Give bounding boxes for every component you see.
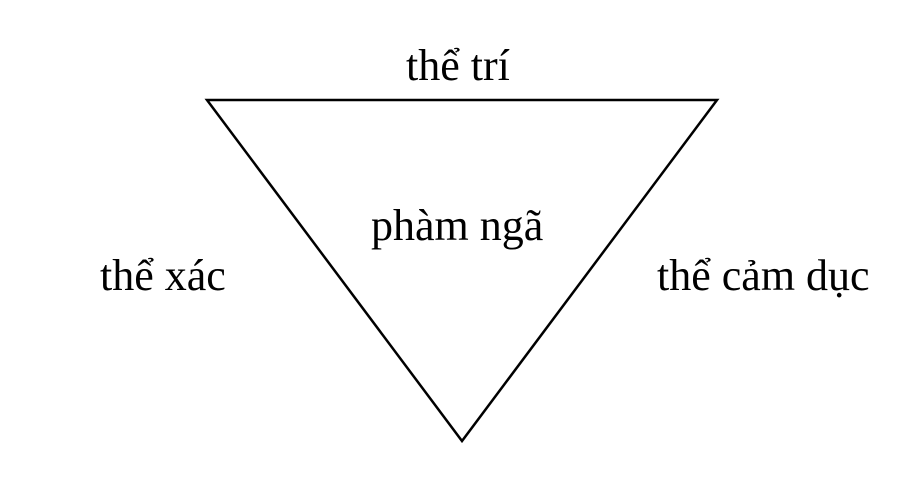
label-the-tri: thể trí (406, 41, 510, 90)
label-the-cam-duc: thể cảm dục (657, 251, 870, 300)
label-the-xac: thể xác (100, 251, 226, 300)
label-pham-nga: phàm ngã (371, 201, 544, 250)
inverted-triangle (204, 98, 720, 444)
